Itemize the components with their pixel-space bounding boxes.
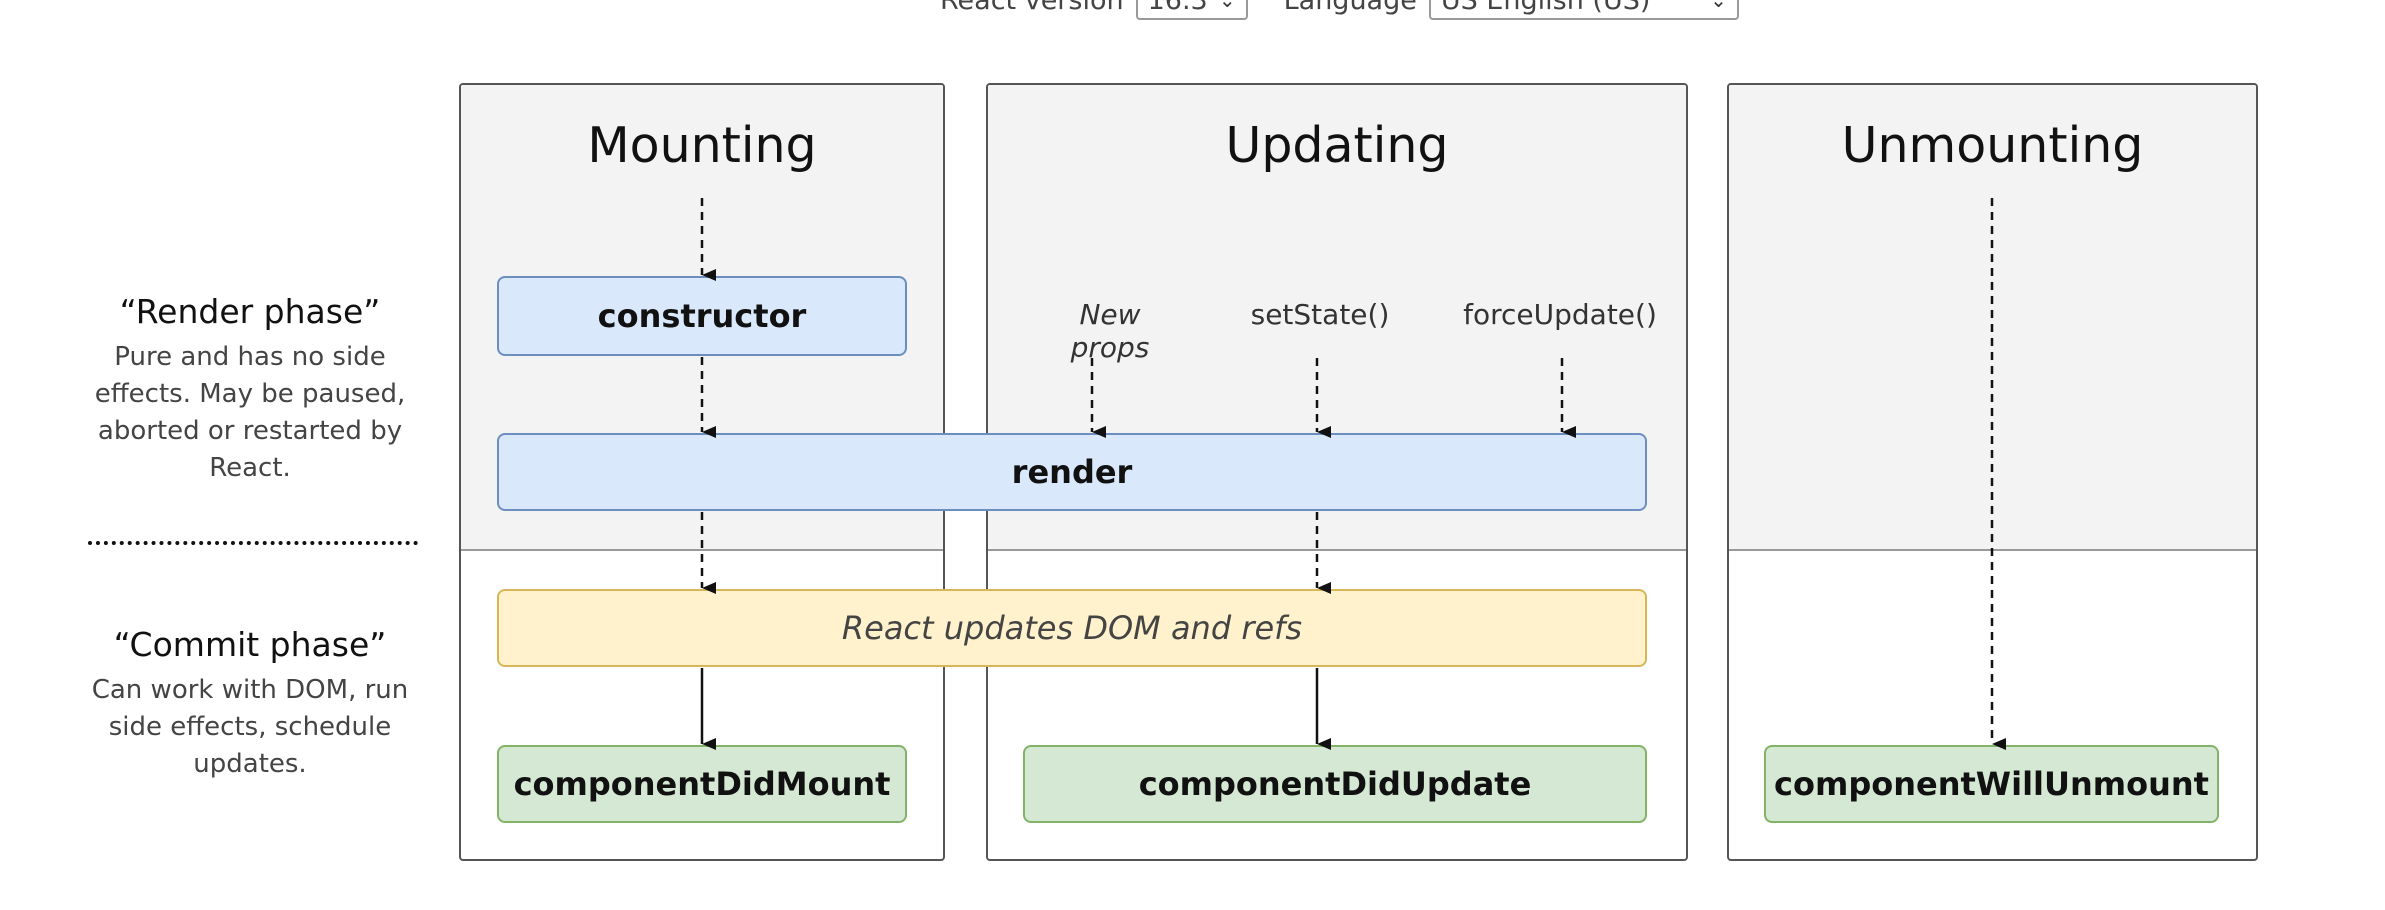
language-value: US English (US) [1440,0,1651,16]
language-select[interactable]: US English (US) ⌄ [1428,0,1739,20]
render-box[interactable]: render [497,433,1647,511]
component-will-unmount-box[interactable]: componentWillUnmount [1764,745,2219,823]
dom-update-box: React updates DOM and refs [497,589,1647,667]
commit-phase-description: “Commit phase” Can work with DOM, run si… [80,625,420,783]
mounting-title: Mounting [587,117,817,174]
language-label: Language [1283,0,1417,16]
component-did-update-box[interactable]: componentDidUpdate [1023,745,1647,823]
trigger-set-state[interactable]: setState() [1250,298,1390,331]
top-controls: React version 16.3 ⌄ Language US English… [940,0,1739,22]
version-label: React version [940,0,1124,16]
commit-phase-title: “Commit phase” [113,625,387,664]
chevron-down-icon: ⌄ [1710,0,1727,12]
chevron-down-icon: ⌄ [1218,0,1236,12]
trigger-force-update[interactable]: forceUpdate() [1463,298,1657,331]
render-phase-description: “Render phase” Pure and has no side effe… [80,292,420,487]
render-phase-text: Pure and has no side effects. May be pau… [94,342,406,483]
unmounting-title: Unmounting [1841,117,2144,174]
constructor-box[interactable]: constructor [497,276,907,356]
trigger-new-props: New props [1070,298,1150,364]
component-did-mount-box[interactable]: componentDidMount [497,745,907,823]
render-phase-title: “Render phase” [119,292,381,331]
version-select[interactable]: 16.3 ⌄ [1135,0,1248,20]
commit-phase-text: Can work with DOM, run side effects, sch… [91,675,409,779]
updating-title: Updating [1225,117,1449,174]
version-value: 16.3 [1147,0,1208,16]
phase-separator [88,541,418,545]
